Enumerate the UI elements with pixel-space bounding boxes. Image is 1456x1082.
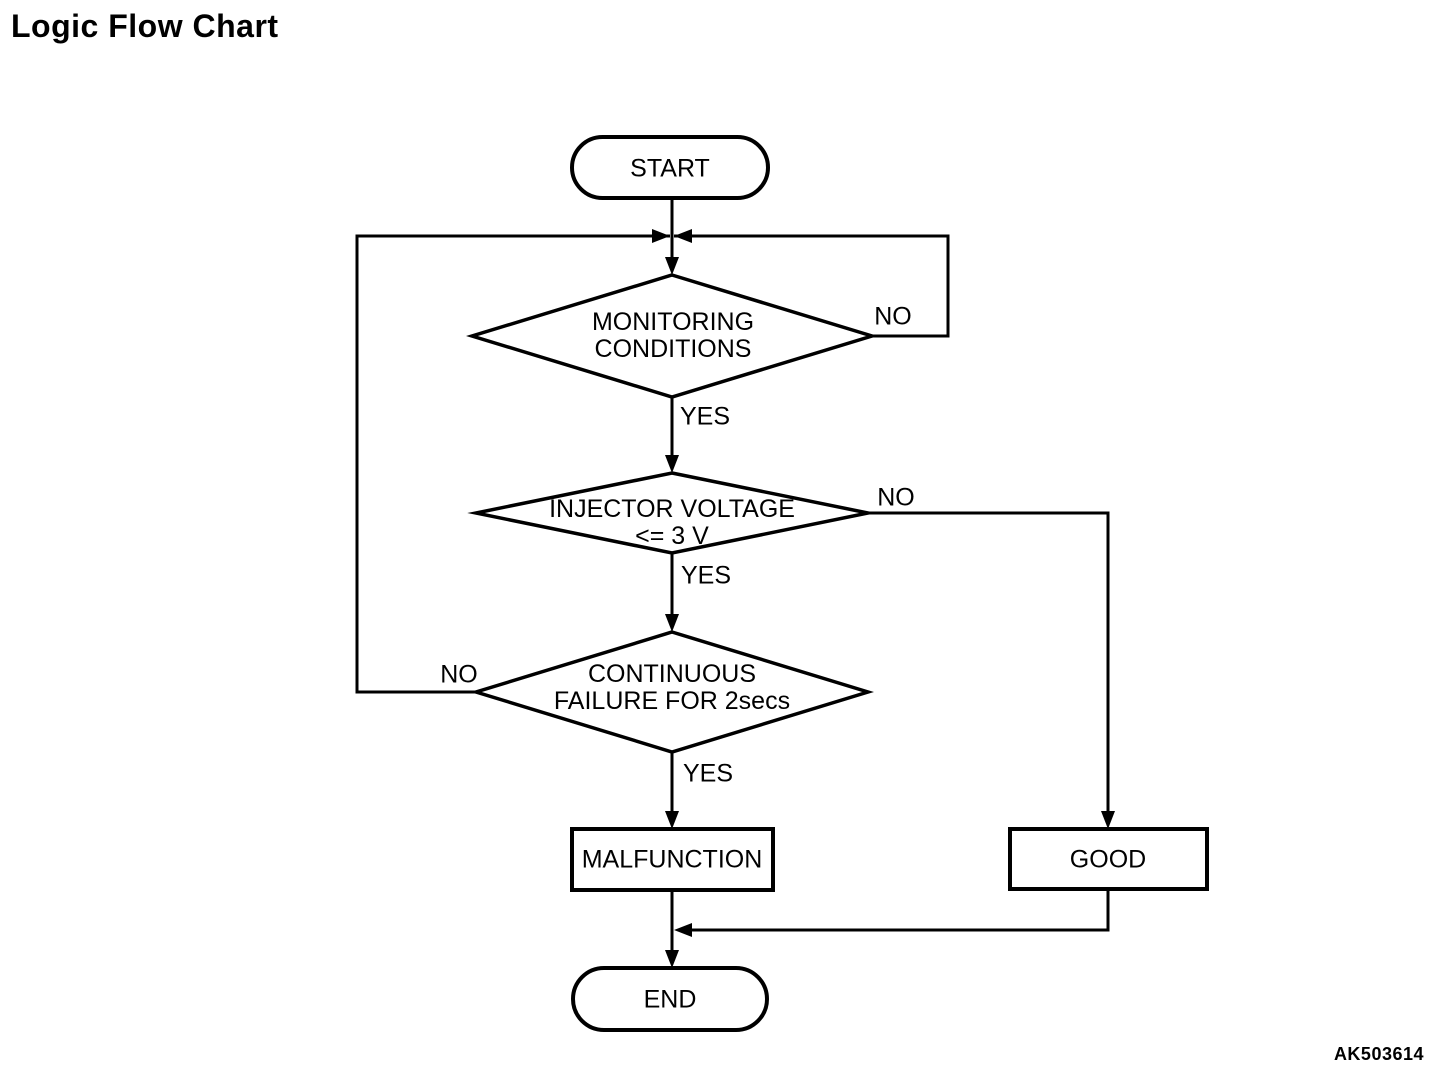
- start-terminator-shape: [570, 135, 770, 200]
- injector-label-line1: INJECTOR VOLTAGE: [549, 495, 795, 523]
- arrowhead-into-good: [1101, 811, 1115, 829]
- continuous-label-line1: CONTINUOUS: [587, 660, 757, 688]
- continuous-label: CONTINUOUS FAILURE FOR 2secs: [554, 661, 790, 715]
- injector-label: INJECTOR VOLTAGE <= 3 V: [549, 496, 795, 550]
- malfunction-label: MALFUNCTION: [581, 845, 763, 874]
- edge-injector-no: [868, 511, 1110, 815]
- continuous-yes-label: YES: [682, 759, 734, 788]
- continuous-decision-shape: [470, 630, 874, 754]
- arrowhead-into-monitoring: [665, 257, 679, 275]
- malfunction-process-shape: [570, 827, 775, 892]
- start-label: START: [630, 154, 710, 183]
- arrowhead-into-end: [665, 950, 679, 968]
- edge-monitoring-no: [674, 234, 950, 338]
- figure-code: AK503614: [1333, 1044, 1424, 1064]
- injector-no-label: NO: [877, 483, 915, 512]
- monitoring-label: MONITORING CONDITIONS: [592, 309, 754, 363]
- good-label: GOOD: [1069, 845, 1147, 874]
- injector-label-line2: <= 3 V: [635, 522, 709, 550]
- arrowhead-into-malfunction: [665, 811, 679, 829]
- monitoring-decision-shape: [466, 273, 878, 399]
- injector-yes-label: YES: [680, 561, 732, 590]
- end-terminator-shape: [571, 966, 769, 1032]
- monitoring-label-line1: MONITORING: [591, 308, 755, 336]
- page-title: Logic Flow Chart: [11, 8, 279, 44]
- injector-decision-shape: [467, 471, 877, 555]
- arrowhead-into-continuous: [665, 614, 679, 632]
- arrowhead-merge-left: [674, 923, 692, 937]
- end-label: END: [643, 985, 697, 1014]
- edge-continuous-no: [355, 234, 670, 694]
- monitoring-no-label: NO: [874, 302, 912, 331]
- monitoring-label-line2: CONDITIONS: [594, 335, 752, 363]
- continuous-no-label: NO: [440, 660, 478, 689]
- monitoring-yes-label: YES: [679, 402, 731, 431]
- edge-good-to-merge: [692, 889, 1110, 932]
- continuous-label-line2: FAILURE FOR 2secs: [553, 687, 791, 715]
- good-process-shape: [1008, 827, 1209, 891]
- arrowhead-into-injector: [665, 455, 679, 473]
